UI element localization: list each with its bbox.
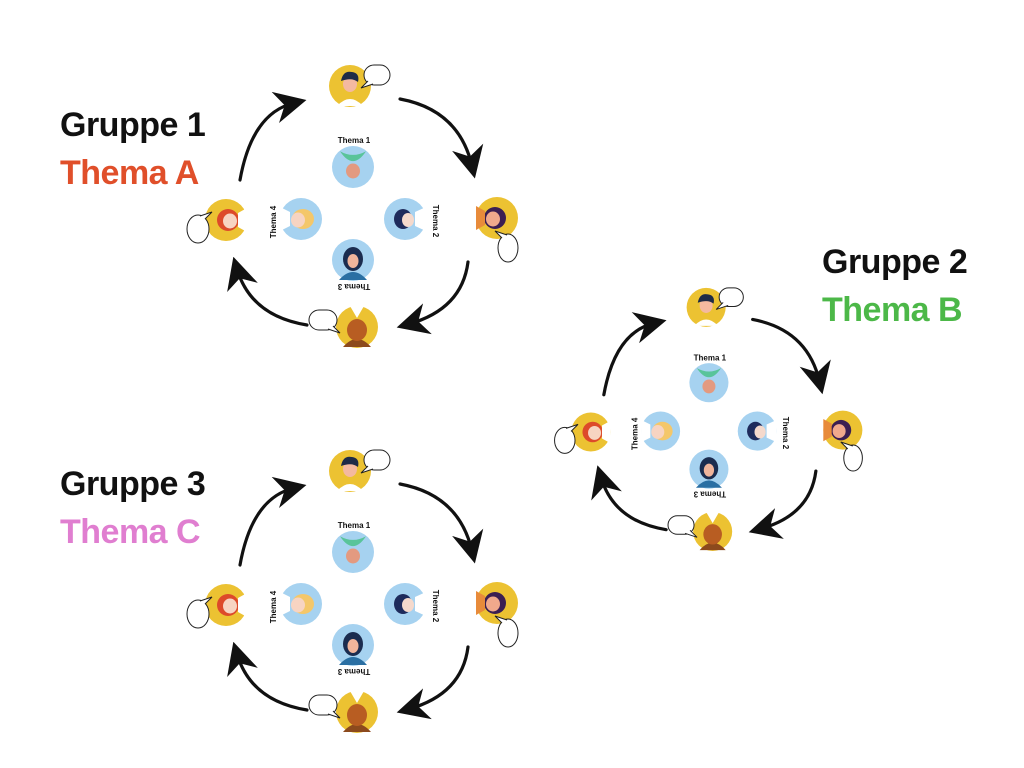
group-1-title: Gruppe 1: [60, 106, 206, 144]
group-3-outer-person-left: [205, 584, 247, 626]
group-2-curved-arrow-icon-top-left: [602, 312, 667, 397]
group-3-speech-bubble-icon-right: [494, 615, 519, 648]
group-3-curved-arrow-icon-top-right: [398, 482, 484, 564]
group-2-outer-person-right: [823, 410, 863, 450]
group-2-curved-arrow-icon-top-right: [751, 317, 831, 395]
group-1-curved-arrow-icon-top-left: [238, 91, 307, 182]
group-2-inner-person-1: [689, 363, 729, 403]
group-3-outer-person-bottom: [336, 691, 378, 733]
group-1-inner-person-3: [332, 239, 374, 281]
group-2-curved-arrow-icon-bottom-right: [748, 469, 818, 539]
group-1-outer-person-right: [476, 197, 518, 239]
group-1-curved-arrow-icon-bottom-left: [227, 256, 309, 327]
group-1-outer-person-left: [205, 199, 247, 241]
group-1-inner-person-2: [384, 198, 426, 240]
group-3-topic-4-label: Thema 4: [269, 590, 278, 623]
group-3-topic-3-label: Thema 3: [337, 667, 370, 676]
group-1-speech-bubble-icon-top: [360, 64, 391, 89]
group-2-outer-person-top: [686, 287, 726, 327]
group-2-speech-bubble-icon-top: [715, 287, 744, 310]
group-1-curved-arrow-icon-top-right: [398, 97, 484, 179]
group-3-curved-arrow-icon-bottom-right: [396, 645, 470, 720]
group-3-inner-person-2: [384, 583, 426, 625]
group-2-outer-person-bottom: [693, 511, 733, 552]
group-1-speech-bubble-icon-left: [186, 211, 213, 244]
group-3-curved-arrow-icon-top-left: [238, 476, 307, 567]
group-3-topic-1-label: Thema 1: [338, 521, 371, 530]
group-2-speech-bubble-icon-right: [840, 441, 863, 472]
group-3-speech-bubble-icon-top: [360, 449, 391, 474]
group-2-outer-person-left: [571, 412, 611, 452]
group-1-inner-person-1: [332, 146, 374, 188]
group-3-cluster: Thema 1 Thema 2 Thema 3 Thema 4: [186, 449, 519, 733]
group-1-topic-1-label: Thema 1: [338, 136, 371, 145]
group-3-speech-bubble-icon-left: [186, 596, 213, 629]
group-3-outer-person-right: [476, 582, 518, 624]
group-1-topic-2-label: Thema 2: [431, 205, 440, 238]
group-2-inner-person-3: [689, 449, 729, 489]
group-1-outer-person-top: [329, 65, 371, 107]
group-3-title: Gruppe 3: [60, 465, 206, 503]
group-2-topic-4-label: Thema 4: [631, 417, 640, 450]
group-1-inner-person-4: [280, 198, 322, 240]
group-2-inner-person-2: [737, 411, 777, 451]
group-3-topic-2-label: Thema 2: [431, 590, 440, 623]
group-1-topic-4-label: Thema 4: [269, 205, 278, 238]
group-2-topic-3-label: Thema 3: [693, 489, 726, 498]
group-2-inner-person-4: [641, 411, 681, 451]
group-1-curved-arrow-icon-bottom-right: [396, 260, 470, 335]
group-3-inner-person-3: [332, 624, 374, 666]
group-2-speech-bubble-icon-left: [554, 423, 579, 454]
group-3-outer-person-top: [329, 450, 371, 492]
group-3-theme: Thema C: [60, 513, 201, 551]
group-2-topic-2-label: Thema 2: [781, 417, 790, 450]
group-3-inner-person-1: [332, 531, 374, 573]
group-1-cluster: Thema 1 Thema 2 Thema 3 Thema 4: [186, 64, 519, 348]
group-2-speech-bubble-icon-bottom: [667, 515, 698, 538]
group-1-outer-person-bottom: [336, 306, 378, 348]
group-1-topic-3-label: Thema 3: [337, 282, 370, 291]
group-2-curved-arrow-icon-bottom-left: [591, 465, 668, 532]
group-3-speech-bubble-icon-bottom: [308, 694, 341, 719]
group-2-cluster: Thema 1 Thema 2 Thema 3 Thema 4: [554, 287, 863, 552]
group-1-speech-bubble-icon-bottom: [308, 309, 341, 334]
group-1-speech-bubble-icon-right: [494, 230, 519, 263]
group-2-topic-1-label: Thema 1: [694, 354, 727, 363]
group-2-theme: Thema B: [822, 291, 963, 329]
group-1-theme: Thema A: [60, 154, 199, 192]
group-2-title: Gruppe 2: [822, 243, 968, 281]
group-3-inner-person-4: [280, 583, 322, 625]
group-3-curved-arrow-icon-bottom-left: [227, 641, 309, 712]
